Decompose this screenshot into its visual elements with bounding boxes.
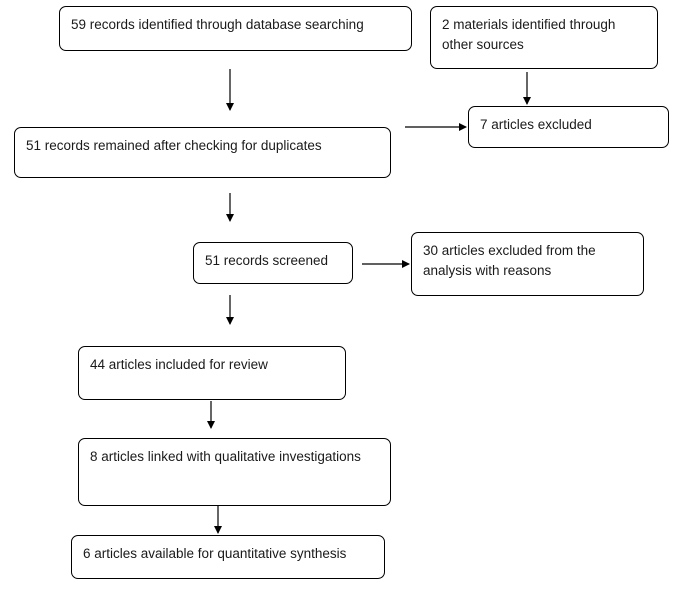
excluded-with-reasons-text: 30 articles excluded from the analysis w… — [423, 243, 596, 278]
after-duplicates-box: 51 records remained after checking for d… — [14, 127, 391, 178]
other-sources-text: 2 materials identified through other sou… — [442, 17, 616, 52]
included-for-review-box: 44 articles included for review — [78, 346, 346, 400]
qualitative-box: 8 articles linked with qualitative inves… — [78, 438, 391, 506]
other-sources-box: 2 materials identified through other sou… — [430, 6, 658, 69]
first-excluded-box: 7 articles excluded — [468, 106, 669, 148]
database-search-text: 59 records identified through database s… — [71, 17, 364, 32]
first-excluded-text: 7 articles excluded — [480, 117, 592, 132]
excluded-with-reasons-box: 30 articles excluded from the analysis w… — [411, 232, 644, 296]
screened-text: 51 records screened — [205, 253, 329, 268]
database-search-box: 59 records identified through database s… — [59, 6, 412, 51]
included-for-review-text: 44 articles included for review — [90, 357, 268, 372]
screened-box: 51 records screened — [193, 242, 353, 284]
quantitative-text: 6 articles available for quantitative sy… — [83, 546, 347, 561]
after-duplicates-text: 51 records remained after checking for d… — [26, 138, 322, 153]
quantitative-box: 6 articles available for quantitative sy… — [71, 535, 385, 579]
qualitative-text: 8 articles linked with qualitative inves… — [90, 449, 361, 464]
